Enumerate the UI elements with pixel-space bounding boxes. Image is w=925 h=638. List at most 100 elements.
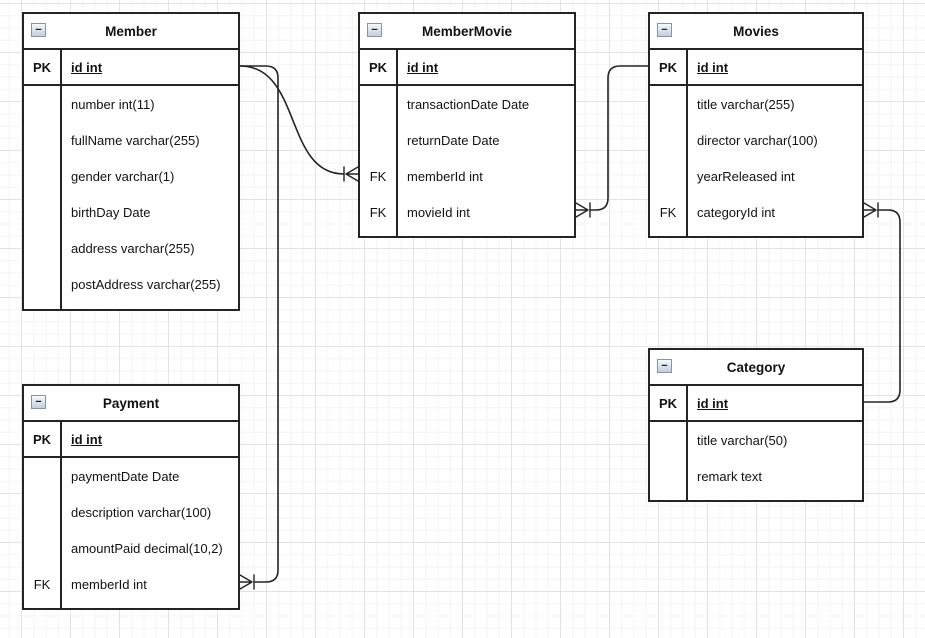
key-label [24,530,62,566]
edge-member-payment[interactable] [239,65,279,583]
table-row[interactable]: transactionDate Date [360,86,574,122]
key-label: FK [360,194,398,230]
collapse-icon[interactable]: − [657,359,672,373]
table-row[interactable]: title varchar(50) [650,422,862,458]
field-label: memberId int [71,576,147,592]
table-row[interactable]: number int(11) [24,86,238,122]
table-row[interactable]: FK movieId int [360,194,574,230]
table-row[interactable]: description varchar(100) [24,494,238,530]
key-label: FK [24,566,62,602]
key-label [650,86,688,122]
field-label: paymentDate Date [71,468,180,484]
table-row[interactable]: birthDay Date [24,194,238,230]
table-row[interactable]: yearReleased int [650,158,862,194]
field-label: title varchar(255) [697,96,795,112]
entity-title: Payment [102,395,160,411]
table-row-pk[interactable]: PK id int [24,422,238,458]
table-row[interactable]: FK categoryId int [650,194,862,230]
key-label: PK [360,50,398,84]
collapse-icon[interactable]: − [31,395,46,409]
table-row[interactable]: title varchar(255) [650,86,862,122]
field-label: returnDate Date [407,132,500,148]
field-label: yearReleased int [697,168,795,184]
entity-member-header: − Member [24,14,238,50]
field-label: categoryId int [697,204,776,220]
table-row[interactable]: fullName varchar(255) [24,122,238,158]
key-label [24,122,62,158]
field-label: id int [71,431,103,447]
table-row[interactable]: postAddress varchar(255) [24,266,238,302]
key-label [24,158,62,194]
field-label: postAddress varchar(255) [71,276,221,292]
key-label [650,422,688,458]
table-row-pk[interactable]: PK id int [650,50,862,86]
key-label [360,86,398,122]
entity-membermovie[interactable]: − MemberMovie PK id int transactionDate … [358,12,576,238]
crowsfoot-membermovie-memberid [343,166,359,182]
field-label: memberId int [407,168,483,184]
entity-movies[interactable]: − Movies PK id int title varchar(255) di… [648,12,864,238]
collapse-icon[interactable]: − [657,23,672,37]
field-label: remark text [697,468,763,484]
table-row-filler [24,302,238,309]
edge-category-movies[interactable] [863,209,901,403]
field-label: gender varchar(1) [71,168,175,184]
key-label [24,194,62,230]
field-label: description varchar(100) [71,504,212,520]
table-row-pk[interactable]: PK id int [360,50,574,86]
edge-movies-membermovie[interactable] [589,65,649,211]
field-label: director varchar(100) [697,132,818,148]
key-label [650,158,688,194]
crowsfoot-membermovie-movieid [575,202,591,218]
field-label: id int [697,395,729,411]
table-row-filler [650,494,862,500]
edge-member-membermovie[interactable] [239,65,345,175]
entity-title: Movies [733,23,779,39]
table-row-pk[interactable]: PK id int [24,50,238,86]
key-label [24,494,62,530]
field-label: movieId int [407,204,470,220]
table-row-filler [650,230,862,236]
table-row[interactable]: address varchar(255) [24,230,238,266]
table-row[interactable]: FK memberId int [24,566,238,602]
field-label: birthDay Date [71,204,151,220]
table-row-pk[interactable]: PK id int [650,386,862,422]
key-label [24,230,62,266]
field-label: id int [697,59,729,75]
key-label [24,266,62,302]
entity-title: Category [726,359,786,375]
key-label: PK [650,50,688,84]
field-label: number int(11) [71,96,155,112]
table-row[interactable]: amountPaid decimal(10,2) [24,530,238,566]
entity-category-header: − Category [650,350,862,386]
table-row[interactable]: FK memberId int [360,158,574,194]
key-label [360,122,398,158]
table-row[interactable]: director varchar(100) [650,122,862,158]
key-label: PK [24,50,62,84]
entity-member[interactable]: − Member PK id int number int(11) fullNa… [22,12,240,311]
table-row[interactable]: remark text [650,458,862,494]
entity-payment-header: − Payment [24,386,238,422]
entity-category[interactable]: − Category PK id int title varchar(50) r… [648,348,864,502]
field-label: amountPaid decimal(10,2) [71,540,223,556]
field-label: fullName varchar(255) [71,132,200,148]
key-label [24,86,62,122]
table-row[interactable]: gender varchar(1) [24,158,238,194]
key-label: PK [24,422,62,456]
crowsfoot-movies-categoryid [863,202,879,218]
entity-payment[interactable]: − Payment PK id int paymentDate Date des… [22,384,240,610]
key-label: FK [650,194,688,230]
field-label: id int [407,59,439,75]
table-row-filler [24,602,238,608]
field-label: address varchar(255) [71,240,195,256]
key-label [650,458,688,494]
key-label [24,458,62,494]
field-label: transactionDate Date [407,96,530,112]
table-row[interactable]: returnDate Date [360,122,574,158]
entity-movies-header: − Movies [650,14,862,50]
collapse-icon[interactable]: − [367,23,382,37]
entity-membermovie-header: − MemberMovie [360,14,574,50]
table-row[interactable]: paymentDate Date [24,458,238,494]
collapse-icon[interactable]: − [31,23,46,37]
field-label: id int [71,59,103,75]
